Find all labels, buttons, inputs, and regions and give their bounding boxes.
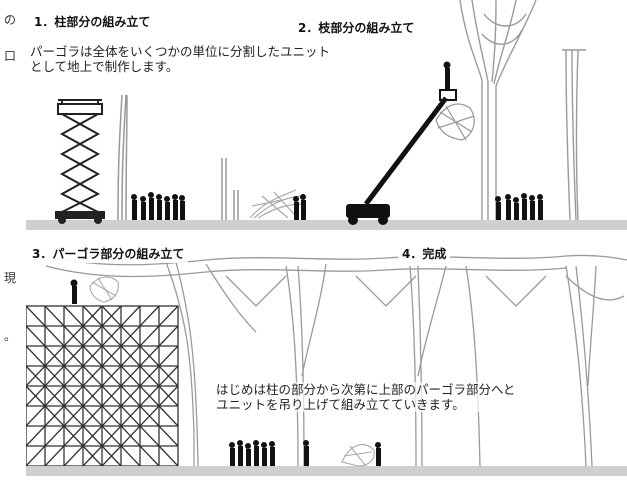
boom-lift bbox=[346, 61, 457, 225]
lifted-unit bbox=[89, 276, 119, 303]
step-3-caption: はじめは柱の部分から次第に上部のパーゴラ部分へと ユニットを吊り上げて組み立てて… bbox=[216, 382, 516, 412]
caption-line: はじめは柱の部分から次第に上部のパーゴラ部分へと bbox=[216, 382, 516, 397]
step-2-title: 2．枝部分の組み立て bbox=[294, 18, 419, 37]
strip-glyph: の bbox=[4, 13, 17, 27]
ground bbox=[26, 220, 627, 230]
top-panel: 1．柱部分の組み立て 2．枝部分の組み立て パーゴラは全体をいくつかの単位に分割… bbox=[26, 0, 627, 236]
bottom-panel: 3．パーゴラ部分の組み立て 4．完成 はじめは柱の部分から次第に上部のパーゴラ部… bbox=[26, 236, 627, 497]
people-pair bbox=[293, 194, 306, 220]
people-group bbox=[495, 193, 543, 220]
ground bbox=[26, 466, 627, 476]
tree-structure bbox=[459, 0, 586, 221]
scissor-lift bbox=[55, 99, 105, 224]
branch-unit bbox=[435, 103, 475, 141]
step-1-title: 1．柱部分の組み立て bbox=[30, 12, 155, 31]
strip-glyph: 。 bbox=[4, 329, 17, 343]
caption-line: パーゴラは全体をいくつかの単位に分割したユニット bbox=[30, 44, 331, 59]
people-group bbox=[229, 440, 309, 466]
strip-glyph: 現 bbox=[4, 271, 17, 285]
top-panel-drawing bbox=[26, 0, 627, 236]
caption-line: として地上で制作します。 bbox=[30, 59, 179, 74]
column-units bbox=[117, 94, 239, 221]
caption-line: ユニットを吊り上げて組み立てていきます。 bbox=[216, 397, 465, 412]
strip-glyph: 口 bbox=[4, 49, 17, 63]
bottom-panel-drawing bbox=[26, 254, 627, 497]
worker-on-scaffold bbox=[70, 279, 78, 304]
step-1-caption: パーゴラは全体をいくつかの単位に分割したユニット として地上で制作します。 bbox=[30, 44, 331, 74]
ground-unit bbox=[341, 444, 375, 467]
worker bbox=[375, 442, 381, 466]
scaffold-tower bbox=[26, 305, 179, 467]
pergola-canopy bbox=[45, 254, 627, 467]
step-3-title: 3．パーゴラ部分の組み立て bbox=[28, 244, 189, 263]
step-4-title: 4．完成 bbox=[398, 244, 451, 263]
people-group bbox=[131, 192, 185, 220]
left-text-strip: の 口 現 。 bbox=[0, 0, 26, 497]
